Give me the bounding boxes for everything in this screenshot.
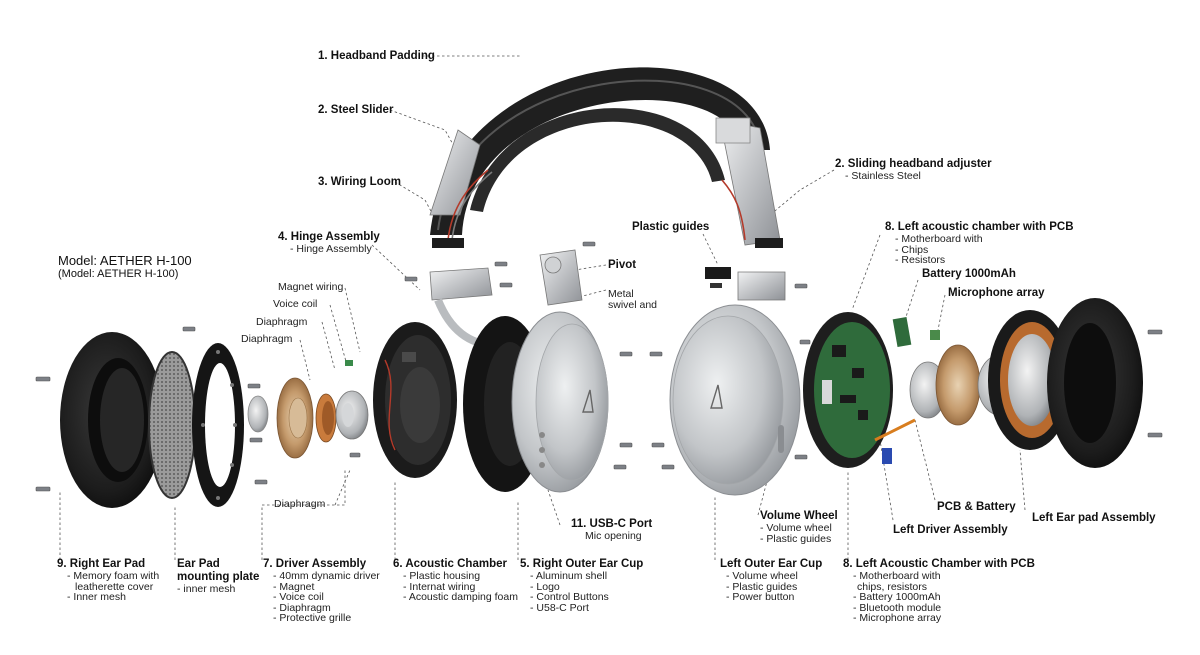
label-microphone-array: Microphone array bbox=[948, 287, 1045, 299]
label-ear-pad-mounting-plate: Ear Pad mounting plate - inner mesh bbox=[177, 558, 260, 595]
label-diaphragm-2: Diaphragm bbox=[241, 333, 293, 345]
label-right-ear-pad: 9. Right Ear Pad - Memory foam with leat… bbox=[57, 558, 160, 603]
label-battery: Battery 1000mAh bbox=[922, 268, 1016, 280]
label-magnet-wiring: Magnet wiring bbox=[278, 281, 344, 293]
label-pcb-battery: PCB & Battery bbox=[937, 501, 1016, 513]
label-left-driver-assembly: Left Driver Assembly bbox=[893, 524, 1008, 536]
label-acoustic-chamber: 6. Acoustic Chamber - Plastic housing - … bbox=[393, 558, 518, 603]
label-diaphragm-3: Diaphragm bbox=[274, 498, 326, 510]
label-headband-padding: 1. Headband Padding bbox=[318, 50, 435, 62]
acoustic-chamber bbox=[373, 322, 457, 478]
ear-pad-mesh bbox=[148, 351, 196, 499]
label-right-outer-ear-cup: 5. Right Outer Ear Cup - Aluminum shell … bbox=[520, 558, 644, 614]
label-left-acoustic-chamber-top: 8. Left acoustic chamber with PCB - Moth… bbox=[885, 221, 1074, 266]
label-volume-wheel: Volume Wheel - Volume wheel - Plastic gu… bbox=[760, 510, 838, 545]
leader-lines bbox=[59, 55, 1026, 560]
label-voice-coil: Voice coil bbox=[273, 298, 318, 310]
label-left-acoustic-chamber-bottom: 8. Left Acoustic Chamber with PCB - Moth… bbox=[843, 558, 1035, 624]
left-ear-pad bbox=[988, 298, 1143, 468]
label-steel-slider: 2. Steel Slider bbox=[318, 104, 394, 116]
inner-band bbox=[470, 108, 725, 212]
ear-pad-mounting-plate bbox=[192, 343, 244, 507]
driver-assembly bbox=[247, 360, 369, 459]
wiring-loom bbox=[432, 169, 783, 248]
label-left-ear-pad-assembly: Left Ear pad Assembly bbox=[1032, 512, 1156, 524]
label-left-outer-ear-cup: Left Outer Ear Cup - Volume wheel - Plas… bbox=[720, 558, 823, 603]
label-hinge-assembly: 4. Hinge Assembly - Hinge Assembly bbox=[278, 231, 380, 255]
left-yoke bbox=[737, 271, 786, 301]
label-sliding-headband-adjuster: 2. Sliding headband adjuster - Stainless… bbox=[835, 158, 992, 182]
plastic-guides bbox=[705, 267, 731, 288]
label-driver-assembly: 7. Driver Assembly - 40mm dynamic driver… bbox=[263, 558, 380, 624]
right-outer-ear-cup bbox=[511, 249, 609, 493]
screws bbox=[35, 241, 1163, 492]
label-metal-swivel: Metal swivel and bbox=[608, 288, 658, 311]
left-outer-ear-cup bbox=[669, 304, 801, 496]
label-pivot: Pivot bbox=[608, 259, 637, 271]
model-title: Model: AETHER H-100 bbox=[58, 253, 192, 268]
right-ear-pad bbox=[60, 332, 164, 508]
label-wiring-loom: 3. Wiring Loom bbox=[318, 176, 401, 188]
label-plastic-guides: Plastic guides bbox=[632, 221, 710, 233]
label-usb-c-port: 11. USB-C Port Mic opening bbox=[571, 518, 653, 542]
model-subtitle: (Model: AETHER H-100) bbox=[58, 268, 179, 280]
label-diaphragm-1: Diaphragm bbox=[256, 316, 308, 328]
left-acoustic-chamber-pcb bbox=[803, 312, 916, 468]
battery-pcb bbox=[892, 316, 940, 348]
model-label: Model: AETHER H-100 (Model: AETHER H-100… bbox=[58, 253, 192, 281]
